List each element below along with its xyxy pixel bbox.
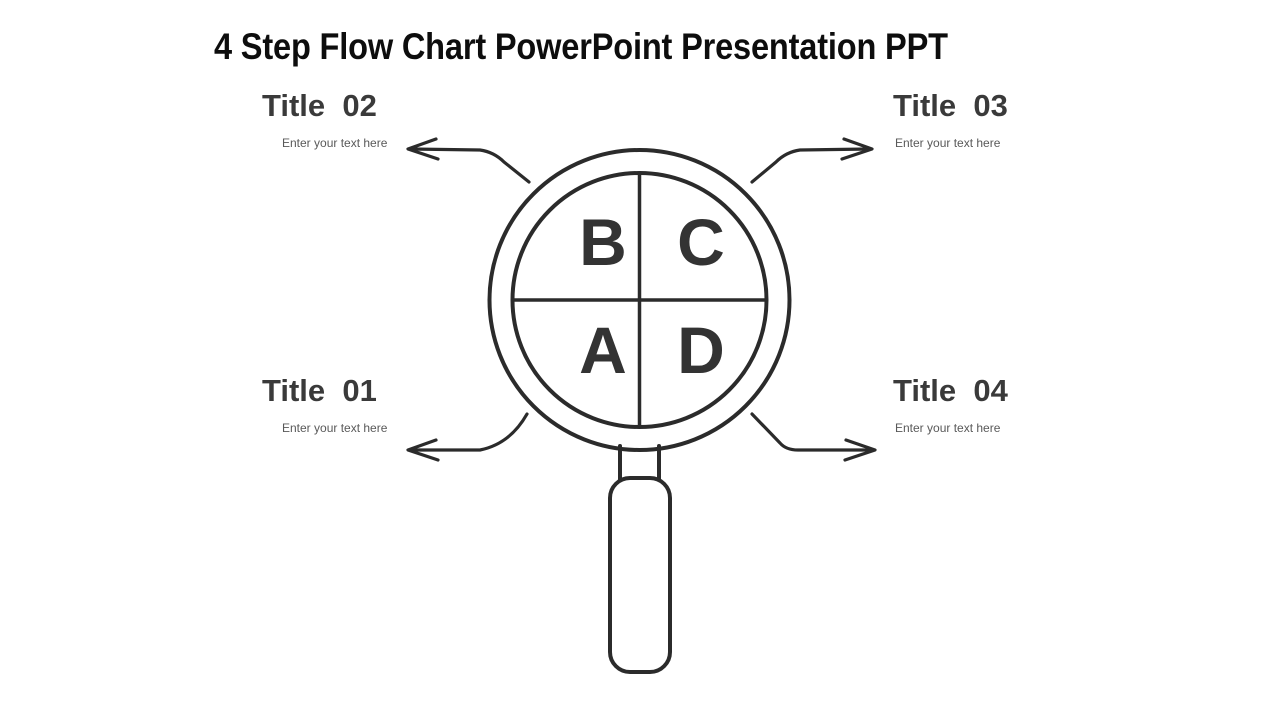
step-subtitle-02: Enter your text here (282, 136, 388, 150)
arrow-right-top-head (840, 137, 874, 161)
magnifier-outer-rim (487, 148, 792, 452)
arrow-right-bottom (750, 412, 874, 452)
step-title-03: Title 03 (893, 88, 1008, 123)
quadrant-letter-b: B (579, 205, 627, 279)
step-title-04: Title 04 (893, 373, 1008, 408)
quadrant-letter-a: A (579, 313, 627, 387)
step-title-01: Title 01 (262, 373, 377, 408)
arrow-left-top-head (406, 137, 440, 161)
quadrant-letter-c: C (677, 205, 725, 279)
arrow-left-bottom (408, 412, 529, 452)
magnifier-handle-grip (608, 476, 672, 674)
arrow-left-bottom-head (406, 438, 440, 462)
step-title-02: Title 02 (262, 88, 377, 123)
quadrant-letter-d: D (677, 313, 725, 387)
page-title: 4 Step Flow Chart PowerPoint Presentatio… (214, 26, 948, 67)
arrow-left-top (408, 147, 531, 184)
arrow-right-bottom-head (843, 438, 877, 462)
step-block-02[interactable]: Title 02 Enter your text here (262, 88, 562, 151)
step-subtitle-04: Enter your text here (895, 421, 1001, 435)
step-block-01[interactable]: Title 01 Enter your text here (262, 373, 562, 436)
step-block-04[interactable]: Title 04 Enter your text here (893, 373, 1193, 436)
arrow-right-top (750, 147, 872, 184)
step-block-03[interactable]: Title 03 Enter your text here (893, 88, 1193, 151)
step-subtitle-03: Enter your text here (895, 136, 1001, 150)
step-subtitle-01: Enter your text here (282, 421, 388, 435)
